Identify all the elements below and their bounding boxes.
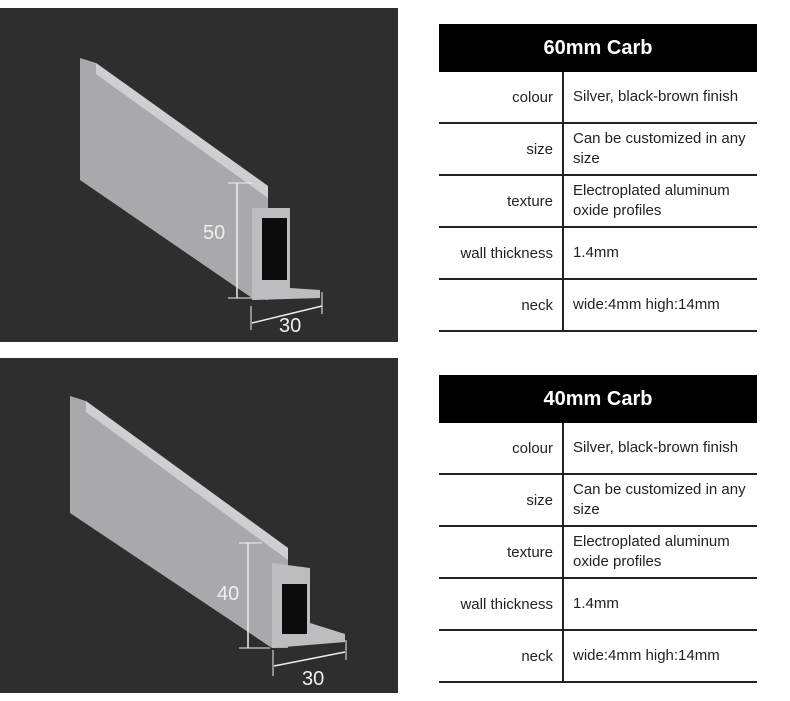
spec-value: Electroplated aluminum oxide profiles: [573, 182, 730, 219]
spec-value: Can be customized in any size: [573, 130, 746, 167]
spec-value: Can be customized in any size: [573, 481, 746, 518]
spec-table-title: 40mm Carb: [439, 375, 757, 423]
spec-row-neck: neck wide:4mm high:14mm: [439, 280, 757, 332]
spec-row-colour: colour Silver, black-brown finish: [439, 423, 757, 475]
spec-table-60mm: 60mm Carb colour Silver, black-brown fini…: [439, 24, 757, 332]
aluminum-profile-illustration: [70, 396, 347, 676]
spec-value: Silver, black-brown finish: [573, 88, 739, 105]
spec-label: colour: [439, 72, 564, 122]
spec-value: wide:4mm high:14mm: [573, 647, 720, 664]
spec-table-40mm: 40mm Carb colour Silver, black-brown fini…: [439, 375, 757, 683]
spec-label: texture: [439, 176, 564, 226]
spec-row-neck: neck wide:4mm high:14mm: [439, 631, 757, 683]
spec-label: wall thickness: [439, 228, 564, 278]
spec-row-wall-thickness: wall thickness 1.4mm: [439, 579, 757, 631]
spec-label: size: [439, 475, 564, 525]
height-dimension: 40: [217, 583, 240, 605]
spec-value: Electroplated aluminum oxide profiles: [573, 533, 730, 570]
spec-table-title: 60mm Carb: [439, 24, 757, 72]
height-dimension: 50: [203, 222, 226, 244]
spec-label: colour: [439, 423, 564, 473]
spec-value: Silver, black-brown finish: [573, 439, 739, 456]
spec-row-colour: colour Silver, black-brown finish: [439, 72, 757, 124]
product-photo-60mm: 50 30: [0, 8, 398, 342]
spec-label: neck: [439, 280, 564, 330]
width-dimension: 30: [279, 315, 302, 337]
spec-row-wall-thickness: wall thickness 1.4mm: [439, 228, 757, 280]
spec-value: wide:4mm high:14mm: [573, 296, 720, 313]
spec-value: 1.4mm: [573, 595, 619, 612]
product-photo-40mm: 40 30: [0, 358, 398, 693]
spec-label: wall thickness: [439, 579, 564, 629]
width-dimension: 30: [302, 668, 325, 690]
spec-value: 1.4mm: [573, 244, 619, 261]
spec-label: neck: [439, 631, 564, 681]
aluminum-profile-illustration: [80, 58, 323, 330]
spec-label: size: [439, 124, 564, 174]
spec-label: texture: [439, 527, 564, 577]
